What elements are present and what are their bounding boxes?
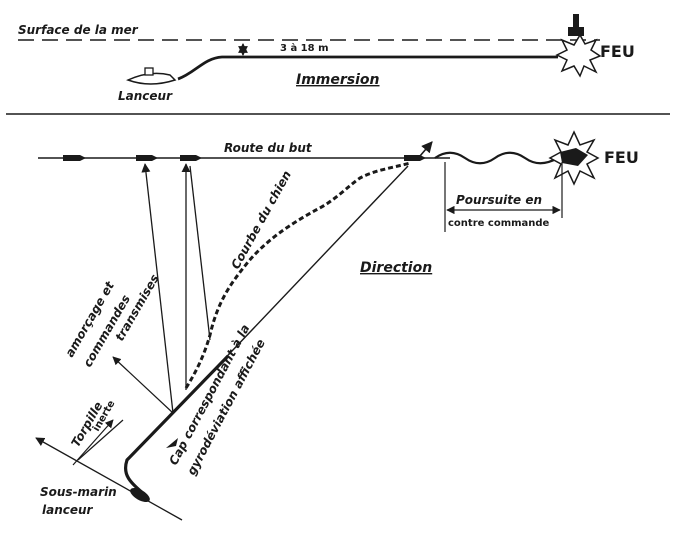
submarine-axis-line: [35, 437, 183, 521]
surface-ship-icon: [568, 14, 584, 36]
heading-arrow-icon: [166, 438, 178, 448]
dog-curve-label: Courbe du chien: [228, 168, 294, 271]
target-route-label: Route du but: [224, 141, 313, 155]
fire-label-top: FEU: [600, 42, 635, 61]
arming-perpendicular-line: [112, 356, 174, 414]
launcher-submarine-icon: [126, 67, 177, 85]
pursuit-wavy-path: [434, 151, 559, 165]
depth-label: 3 à 18 m: [280, 42, 329, 54]
sight-line-3: [189, 165, 211, 341]
inert-segment-line: [77, 419, 124, 461]
target-marker-1: [63, 155, 86, 161]
submarine-label-line2: lanceur: [42, 503, 94, 517]
explosion-icon-top: [555, 33, 602, 78]
sight-line-1: [141, 163, 174, 414]
target-heading-arrow: [419, 141, 433, 157]
inert-perpendicular-line: [72, 419, 114, 466]
direction-title: Direction: [360, 260, 432, 276]
direction-section: Route du but FEU Poursuite en contre com…: [35, 130, 639, 521]
target-marker-2: [136, 155, 158, 161]
immersion-trajectory: [177, 55, 558, 81]
fire-label-bottom: FEU: [604, 148, 639, 167]
submarine-label-line1: Sous-marin: [40, 485, 117, 499]
target-marker-4: [404, 155, 426, 161]
submarine-icon: [130, 488, 150, 502]
target-marker-3: [180, 155, 202, 161]
immersion-title: Immersion: [296, 72, 380, 88]
pursuit-label-line2: contre commande: [448, 218, 550, 229]
pursuit-label-line1: Poursuite en: [456, 193, 542, 207]
sea-surface-label: Surface de la mer: [18, 23, 139, 37]
explosion-core: [560, 148, 588, 166]
launcher-label: Lanceur: [118, 89, 173, 103]
immersion-section: Surface de la mer 3 à 18 m Lanceur FEU I…: [18, 14, 635, 103]
